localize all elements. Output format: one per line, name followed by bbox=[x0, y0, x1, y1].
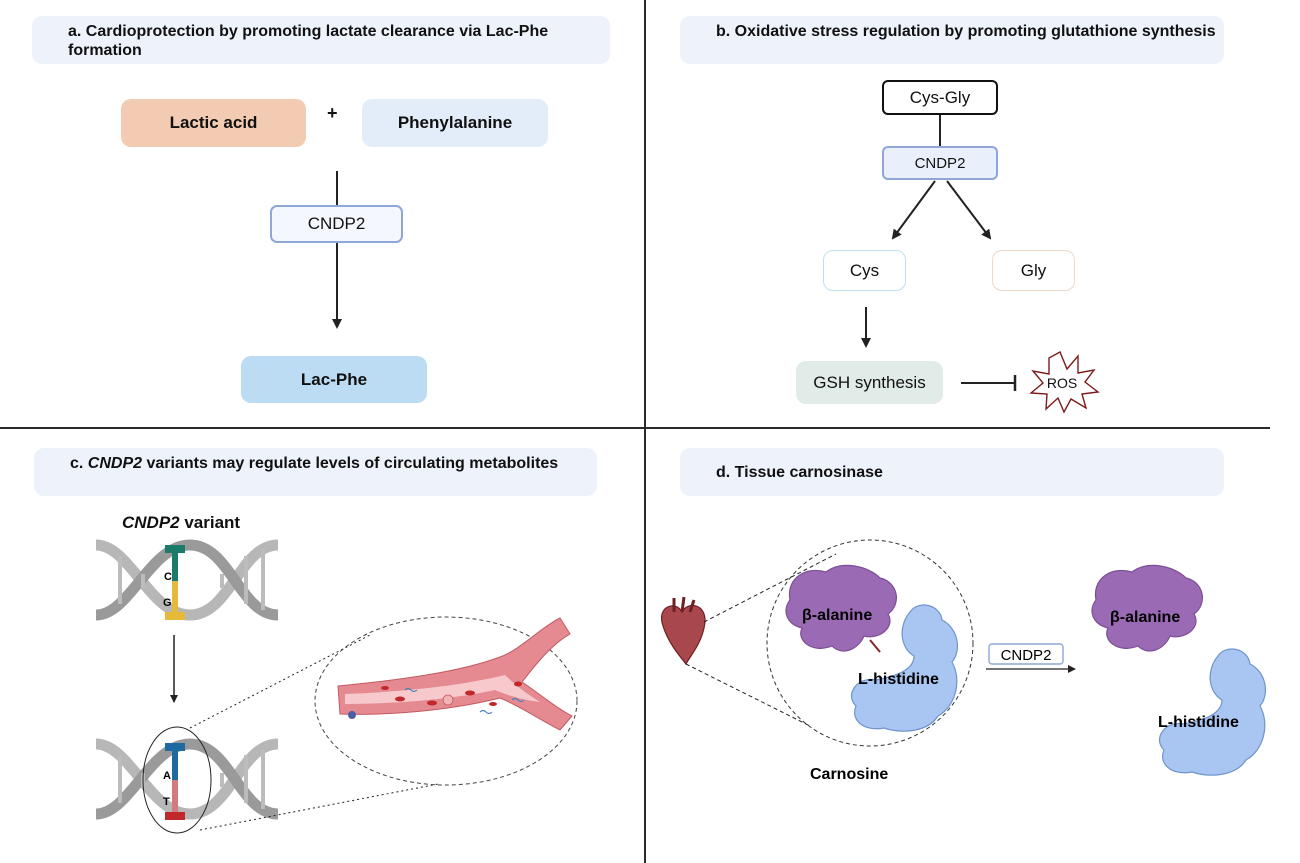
base-a: A bbox=[163, 770, 171, 782]
cndp2-label-d: CNDP2 bbox=[1001, 647, 1052, 664]
panel-a-title: a. Cardioprotection by promoting lactate… bbox=[32, 16, 610, 64]
panel-d-title: d. Tissue carnosinase bbox=[680, 448, 1224, 496]
cys-box: Cys bbox=[823, 250, 906, 291]
horizontal-divider bbox=[0, 427, 1270, 429]
l-histidine-label-right: L-histidine bbox=[1158, 714, 1239, 731]
beta-alanine-protein-left bbox=[785, 564, 897, 652]
gsh-synthesis-box: GSH synthesis bbox=[796, 361, 943, 404]
dna-helix-bottom: A T bbox=[95, 738, 279, 820]
beta-alanine-label-right: β-alanine bbox=[1110, 609, 1180, 626]
l-histidine-protein-right bbox=[1158, 648, 1267, 776]
cys-gly-box: Cys-Gly bbox=[882, 80, 998, 115]
variant-highlight-ellipse bbox=[142, 726, 212, 834]
panel-c-title: c. CNDP2 variants may regulate levels of… bbox=[34, 448, 597, 496]
l-histidine-protein-left bbox=[850, 604, 959, 732]
base-g: G bbox=[163, 597, 172, 609]
ros-label: ROS bbox=[1047, 375, 1077, 391]
panel-b-title: b. Oxidative stress regulation by promot… bbox=[680, 16, 1224, 64]
beta-alanine-protein-right bbox=[1091, 564, 1203, 652]
cndp2-enzyme-box-a: CNDP2 bbox=[270, 205, 403, 243]
carnosine-label: Carnosine bbox=[810, 766, 888, 783]
plus-sign: + bbox=[327, 103, 338, 123]
beta-alanine-label-left: β-alanine bbox=[802, 607, 872, 624]
ros-burst-shape bbox=[1029, 351, 1100, 414]
gly-box: Gly bbox=[992, 250, 1075, 291]
enzyme-to-gly-arrow bbox=[946, 180, 992, 240]
lactic-acid-box: Lactic acid bbox=[121, 99, 306, 147]
phenylalanine-box: Phenylalanine bbox=[362, 99, 548, 147]
zoom-line-bottom-c bbox=[199, 783, 439, 831]
vertical-divider bbox=[644, 0, 646, 863]
blood-vessel-icon bbox=[337, 617, 573, 731]
peptide-bond bbox=[869, 639, 881, 653]
zoom-line-bottom-d bbox=[685, 663, 811, 727]
blood-vessel-zoom-circle bbox=[314, 616, 578, 786]
enzyme-to-cys-arrow bbox=[891, 180, 936, 240]
l-histidine-label-left: L-histidine bbox=[858, 671, 939, 688]
ros-burst: ROS bbox=[1029, 351, 1100, 414]
cndp2-enzyme-box-b: CNDP2 bbox=[882, 146, 998, 180]
lac-phe-box: Lac-Phe bbox=[241, 356, 427, 403]
cndp2-enzyme-box-d bbox=[988, 643, 1064, 665]
carnosine-zoom-circle bbox=[766, 539, 974, 747]
dna-helix-top: C G bbox=[95, 539, 279, 621]
heart-icon bbox=[660, 596, 706, 666]
base-t: T bbox=[163, 796, 170, 808]
zoom-line-top-d bbox=[703, 553, 837, 623]
variant-label: CNDP2 variant bbox=[122, 513, 241, 532]
base-c: C bbox=[164, 571, 172, 583]
